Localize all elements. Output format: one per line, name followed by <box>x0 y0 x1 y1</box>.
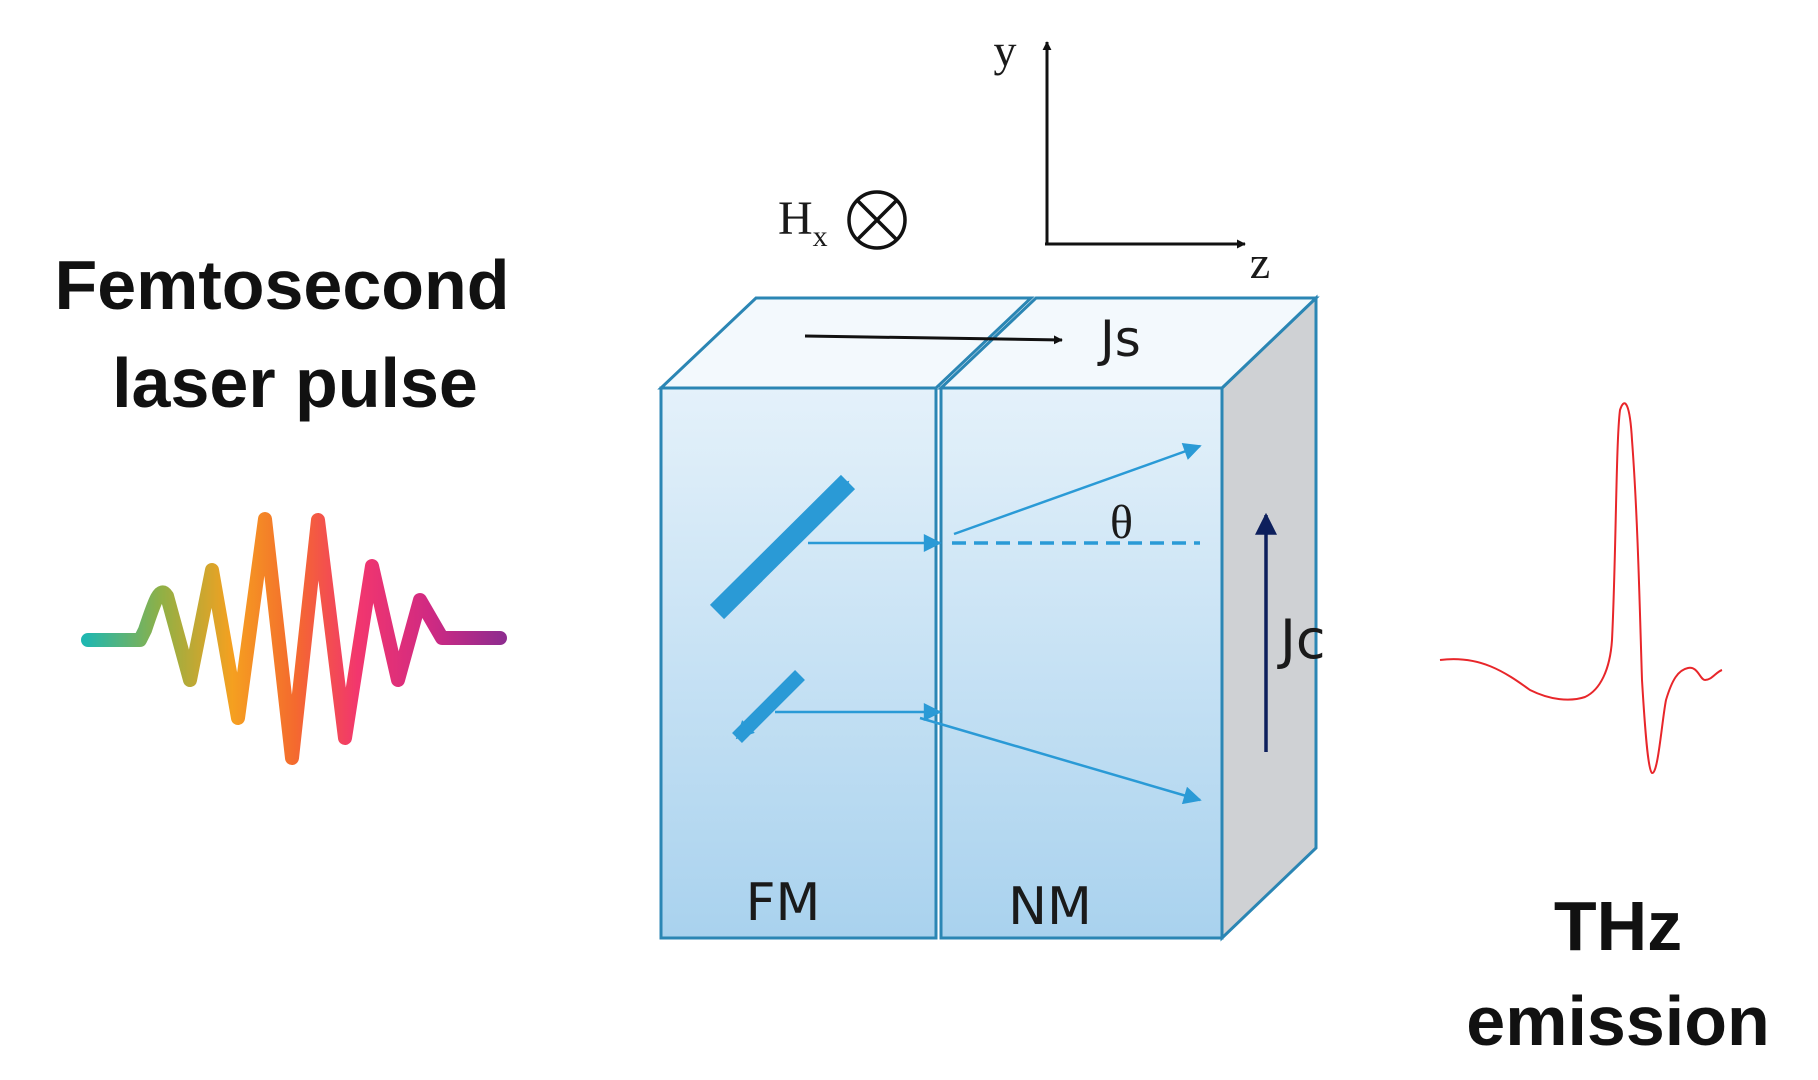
spin-current-arrow <box>804 334 1063 345</box>
z-axis-label: z <box>1250 237 1270 288</box>
bilayer-box <box>657 294 1320 942</box>
right-title-line2: emission <box>1466 982 1769 1060</box>
left-title-line1: Femtosecond <box>54 246 509 324</box>
charge-current-label: Jc <box>1277 608 1326 671</box>
field-symbol: Hx <box>778 192 828 253</box>
fm-layer <box>659 386 938 940</box>
thz-waveform <box>1439 402 1723 775</box>
upper-deflected-arrow <box>953 442 1202 536</box>
coordinate-axes: y z <box>994 25 1271 288</box>
y-axis-label: y <box>994 25 1017 76</box>
right-title-line1: THz <box>1554 887 1682 965</box>
lower-deflected-arrow <box>919 716 1202 805</box>
angle-label: θ <box>1110 496 1133 549</box>
fm-label: FM <box>746 873 821 933</box>
magnetic-field-hx: Hx <box>778 190 907 253</box>
nm-layer <box>939 386 1224 940</box>
spin-down-thick-arrow <box>732 670 805 743</box>
into-page-cross-2 <box>855 198 899 242</box>
femtosecond-pulse-waveform <box>81 512 507 765</box>
spin-current-label: Js <box>1097 310 1141 368</box>
nm-label: NM <box>1008 877 1092 937</box>
into-page-icon <box>847 190 907 250</box>
spin-up-thick-arrow <box>709 474 856 620</box>
left-title-line2: laser pulse <box>112 344 478 422</box>
